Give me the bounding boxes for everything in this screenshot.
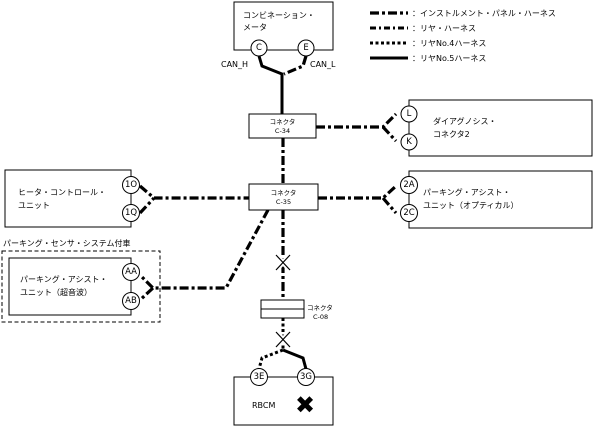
parking-assist-optical-box <box>408 170 593 229</box>
parking-assist-optical-name-line1: パーキング・アシスト・ <box>423 187 510 197</box>
diag-pin-l: L <box>407 109 412 119</box>
ultrasonic-pin-aa-circle <box>122 263 140 281</box>
parking-sensor-group: パーキング・センサ・システム付車 パーキング・アシスト・ ユニット（超音波） A… <box>1 238 161 323</box>
heater-control-unit-name-line1: ヒータ・コントロール・ <box>18 188 106 197</box>
parking-sensor-group-title: パーキング・センサ・システム付車 <box>3 238 131 248</box>
rbcm-name: RBCM <box>252 401 275 410</box>
connector-c34-code: C-34 <box>275 127 290 135</box>
wire-c34-diag-l <box>316 112 398 129</box>
legend-label-instrument-panel: ：インストルメント・パネル・ハーネス <box>412 9 556 18</box>
meter-can-h-label: CAN_H <box>221 60 248 69</box>
legend-label-rear: ：リヤ・ハーネス <box>412 24 476 33</box>
wire-meter-can-h <box>257 55 284 114</box>
wire-rbcm-3e <box>257 348 284 370</box>
heater-pin-1o-circle <box>122 176 140 194</box>
combination-meter-box <box>233 1 334 51</box>
parking-assist-optical-name-line2: ユニット（オプティカル） <box>423 201 519 210</box>
optical-pin-2a-circle <box>400 176 418 194</box>
connector-c35-box <box>248 183 319 211</box>
wire-c35-ultrasonic-aa <box>138 209 270 290</box>
heater-control-unit-box <box>4 169 132 228</box>
connector-c34-box <box>248 113 317 139</box>
diagnosis-connector: ダイアグノシス・ コネクタ2 L K <box>400 99 593 157</box>
rbcm-box <box>233 376 334 426</box>
wire-meter-can-l <box>283 55 308 76</box>
parking-assist-ultrasonic-name-line1: パーキング・アシスト・ <box>20 274 107 284</box>
rbcm-pin-3e: 3E <box>254 372 265 382</box>
combination-meter-name-line2: メータ <box>243 23 267 32</box>
ultrasonic-pin-ab-circle <box>122 292 140 310</box>
wire-heater-1q <box>138 196 156 215</box>
meter-pin-c-circle <box>250 39 268 57</box>
combination-meter: コンビネーション・ メータ C E CAN_H CAN_L <box>221 1 336 69</box>
optical-pin-2c: 2C <box>403 208 414 218</box>
rbcm-pin-3e-circle <box>250 368 268 386</box>
open-circuit-mark-upper <box>274 253 292 272</box>
wire-heater-1o <box>138 184 249 200</box>
connector-c34: コネクタ C-34 <box>248 113 317 139</box>
wire-c35-ultrasonic-ab <box>138 286 155 302</box>
connector-c08: コネクタ C-08 <box>260 299 333 321</box>
optical-pin-2a: 2A <box>403 180 414 190</box>
diagnosis-connector-name-line1: ダイアグノシス・ <box>433 116 496 126</box>
ultrasonic-pin-ab: AB <box>125 296 137 306</box>
parking-assist-optical: パーキング・アシスト・ ユニット（オプティカル） 2A 2C <box>400 170 593 229</box>
rbcm: RBCM 3E 3G ✖ <box>233 368 334 426</box>
parking-assist-ultrasonic-box <box>8 257 132 316</box>
parking-sensor-group-outline <box>1 250 161 323</box>
connector-c08-label: コネクタ <box>307 303 333 312</box>
heater-control-unit-name-line2: ユニット <box>18 201 50 210</box>
diag-pin-l-circle <box>400 105 418 123</box>
rbcm-pin-3g: 3G <box>300 372 312 382</box>
ultrasonic-pin-aa: AA <box>125 267 137 277</box>
meter-pin-c: C <box>256 43 262 53</box>
connector-c35-code: C-35 <box>276 198 291 206</box>
wire-c34-diag-k <box>381 125 398 143</box>
meter-can-l-label: CAN_L <box>310 60 336 69</box>
meter-pin-e-circle <box>297 39 315 57</box>
diag-pin-k-circle <box>400 133 418 151</box>
legend: ：インストルメント・パネル・ハーネス ：リヤ・ハーネス ：リヤNo.4ハーネス … <box>370 9 556 63</box>
diagnosis-connector-box <box>408 99 593 157</box>
wire-rbcm-3g <box>282 348 308 370</box>
optical-pin-2c-circle <box>400 204 418 222</box>
wire-c35-2c <box>381 196 398 215</box>
heater-pin-1q-circle <box>122 204 140 222</box>
combination-meter-name-line1: コンビネーション・ <box>243 11 315 20</box>
meter-pin-e: E <box>303 43 308 53</box>
connector-c08-code: C-08 <box>313 313 328 321</box>
connector-c35-label: コネクタ <box>271 188 297 197</box>
diagnosis-connector-name-line2: コネクタ2 <box>433 130 470 139</box>
connector-c34-label: コネクタ <box>270 117 296 126</box>
wire-c35-2a <box>318 184 398 200</box>
diag-pin-k: K <box>406 137 412 147</box>
rbcm-fault-mark: ✖ <box>295 391 315 419</box>
legend-label-rear-no4: ：リヤNo.4ハーネス <box>412 39 486 48</box>
connector-c35: コネクタ C-35 <box>248 183 319 211</box>
heater-pin-1o: 1O <box>125 180 137 190</box>
parking-assist-ultrasonic-name-line2: ユニット（超音波） <box>20 287 92 297</box>
legend-label-rear-no5: ：リヤNo.5ハーネス <box>412 54 486 63</box>
rbcm-pin-3g-circle <box>297 368 315 386</box>
heater-pin-1q: 1Q <box>125 208 137 218</box>
heater-control-unit: ヒータ・コントロール・ ユニット 1O 1Q <box>4 169 140 228</box>
open-circuit-mark-lower <box>274 330 292 349</box>
